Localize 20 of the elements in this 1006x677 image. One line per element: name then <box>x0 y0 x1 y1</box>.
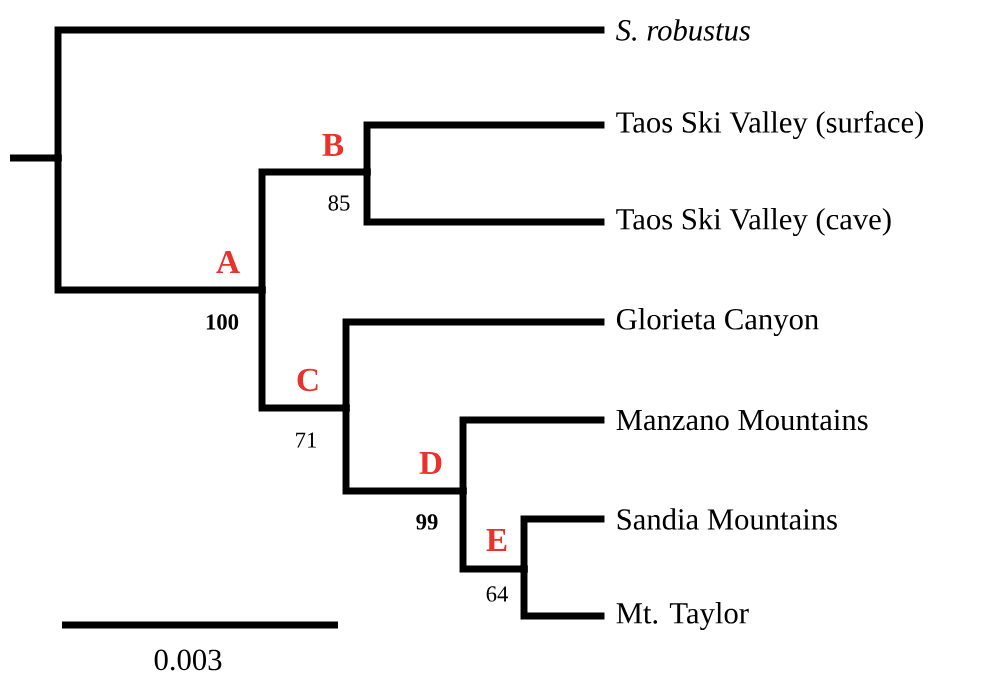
taxon-label: Taos Ski Valley (surface) <box>616 110 923 140</box>
taxon-label: Manzano Mountains <box>616 409 868 431</box>
clade-letter: A <box>216 251 240 273</box>
clade-letter: B <box>322 134 344 156</box>
taxon-label: Glorieta Canyon <box>616 308 819 336</box>
support-value: 100 <box>206 314 239 330</box>
branch <box>363 168 605 226</box>
clade-letter: C <box>297 368 318 392</box>
taxon-label: Mt. Taylor <box>616 602 749 630</box>
scale-label: 0.003 <box>154 649 222 671</box>
clade-letter: E <box>486 529 507 551</box>
clade-letter: D <box>419 452 442 474</box>
taxon-label: Taos Ski Valley (cave) <box>616 208 891 236</box>
support-value: 71 <box>296 432 316 448</box>
branch <box>520 565 605 620</box>
taxon-label: S. robustus <box>616 19 750 41</box>
support-value: 99 <box>416 514 438 530</box>
taxon-label: Sandia Mountains <box>617 508 837 530</box>
support-value: 85 <box>328 195 350 211</box>
support-value: 64 <box>486 586 508 602</box>
